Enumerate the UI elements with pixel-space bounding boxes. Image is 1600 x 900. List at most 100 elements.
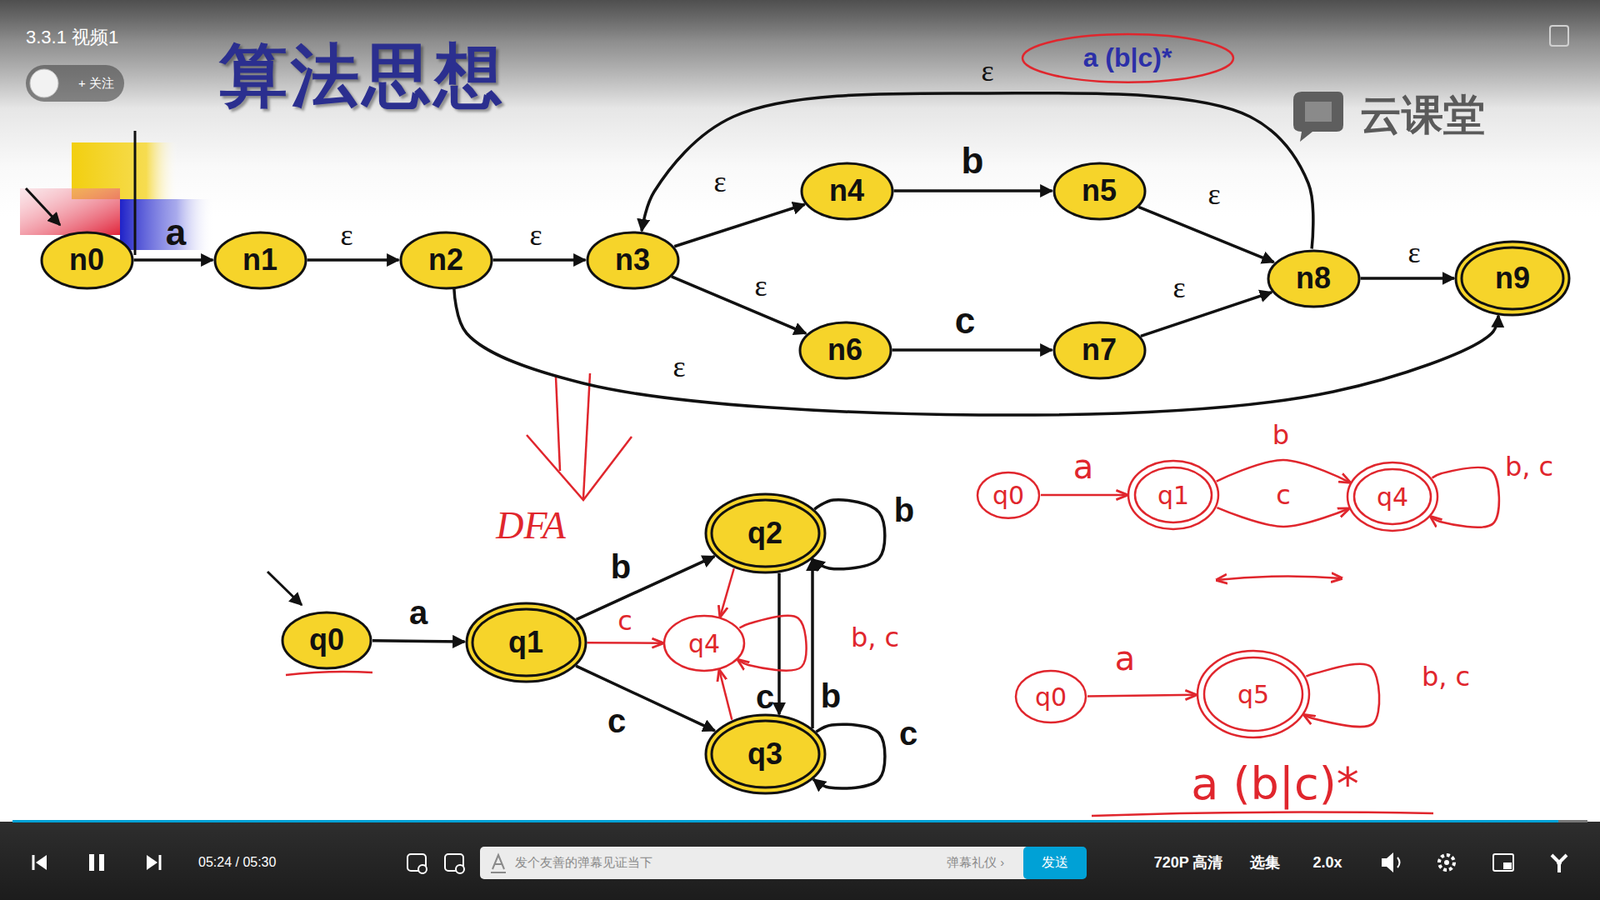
node-text: q3: [747, 736, 783, 772]
node-text: n3: [615, 242, 650, 278]
nfa-state: n5: [1052, 161, 1147, 221]
episode-button: 选集: [1250, 852, 1280, 873]
node-text: n0: [69, 242, 105, 278]
transition-label: c: [754, 678, 776, 716]
etiquette-link: 弹幕礼仪 ›: [946, 855, 1005, 871]
dfa-final-state: q1: [465, 601, 588, 684]
node-text: n6: [827, 332, 863, 368]
handwritten-transition: [719, 670, 732, 720]
transition-arrow: [307, 258, 400, 262]
handwritten-transition: [1040, 494, 1127, 497]
transition-label: ε: [711, 164, 728, 200]
node-text: q1: [508, 625, 544, 660]
nfa-state: n1: [213, 230, 308, 290]
handwritten-note: DFA: [495, 503, 566, 548]
send-button: 发送: [1023, 846, 1087, 880]
regex-callout: a (b|c)*: [1020, 32, 1235, 85]
nfa-state: n8: [1266, 249, 1361, 309]
nfa-final-state: n9: [1454, 240, 1571, 317]
slide-title: 算法思想: [219, 30, 506, 123]
input-placeholder: 发个友善的弹幕见证当下: [515, 855, 653, 871]
transition-label: ε: [670, 349, 687, 385]
transition-label: c: [605, 702, 628, 740]
transition-arrow: [134, 258, 214, 262]
handwritten-state: q4: [662, 614, 746, 673]
transition-arrow: [810, 559, 815, 729]
transition-arrow: [894, 189, 1053, 193]
dfa-state: q0: [280, 610, 373, 670]
handwritten-state: q0: [975, 470, 1041, 520]
transition-label: ε: [527, 217, 544, 253]
transition-label: b: [609, 548, 633, 586]
transition-label: ε: [1405, 235, 1422, 270]
transition-arrow: [1138, 206, 1274, 262]
transition-arrow: [1360, 276, 1455, 280]
transition-label: a: [407, 594, 430, 632]
transition-label: b: [892, 491, 916, 530]
node-text: q5: [1237, 680, 1270, 710]
node-text: n1: [242, 242, 278, 278]
transition-label: a: [164, 211, 188, 254]
transition-label: a: [1071, 447, 1096, 486]
node-text: n5: [1081, 173, 1117, 209]
transition-arrow: [671, 276, 806, 334]
nfa-state: n0: [40, 230, 135, 290]
node-text: q4: [688, 629, 720, 659]
nfa-state: n6: [798, 320, 893, 380]
node-text: q2: [747, 515, 783, 551]
transition-label: ε: [979, 53, 995, 89]
transition-label: b, c: [1420, 660, 1472, 693]
transition-label: ε: [752, 268, 769, 304]
node-text: n8: [1295, 260, 1331, 296]
handwritten-final-state: q1: [1126, 459, 1220, 531]
node-text: q4: [1376, 482, 1409, 512]
nfa-state: n3: [585, 230, 680, 290]
transition-label: a: [1113, 639, 1138, 678]
handwritten-final-state: q5: [1195, 649, 1311, 740]
video-title: 3.3.1 视频1: [25, 25, 119, 50]
quality-button: 720P 高清: [1154, 852, 1224, 873]
node-text: n4: [829, 173, 865, 209]
transition-label: c: [953, 300, 977, 342]
node-text: n2: [428, 242, 464, 278]
speed-button: 2.0x: [1312, 854, 1342, 872]
nfa-state: n2: [399, 230, 494, 290]
transition-label: ε: [1205, 176, 1222, 212]
dfa-final-state: q2: [704, 492, 827, 575]
dfa-final-state: q3: [704, 713, 827, 795]
handwritten-state: q0: [1014, 669, 1088, 725]
node-text: q0: [309, 622, 345, 658]
node-text: n9: [1495, 260, 1530, 296]
watermark: 云课堂: [1360, 87, 1485, 144]
transition-arrow: [454, 289, 1499, 415]
node-text: q0: [1035, 682, 1067, 712]
transition-label: b: [1270, 419, 1291, 451]
transition-label: c: [1274, 479, 1293, 511]
handwritten-transition: [1430, 467, 1500, 528]
nfa-state: n7: [1052, 320, 1147, 380]
handwritten-regex: a (b|c)*: [1190, 757, 1360, 810]
node-text: n7: [1081, 332, 1117, 368]
node-text: a (b|c)*: [1083, 42, 1173, 74]
handwritten-transition: [586, 641, 663, 645]
transition-arrow: [892, 348, 1053, 352]
transition-label: c: [615, 605, 635, 637]
nfa-state: n4: [800, 161, 895, 221]
node-text: q1: [1157, 480, 1190, 510]
node-text: + 关注: [78, 75, 115, 92]
transition-label: b, c: [1503, 450, 1555, 483]
transition-label: c: [897, 715, 920, 753]
handwritten-transition: [1216, 460, 1350, 483]
transition-arrow: [641, 93, 1314, 250]
handwritten-transition: [720, 568, 734, 616]
transition-label: b: [960, 140, 986, 182]
transition-arrow: [575, 665, 715, 731]
transition-label: b: [819, 677, 843, 715]
transition-arrow: [674, 204, 805, 247]
transition-label: ε: [1170, 270, 1187, 305]
node-text: q0: [992, 480, 1025, 510]
transition-arrow: [777, 573, 781, 715]
handwritten-transition: [1087, 695, 1196, 697]
handwritten-transition: [1304, 664, 1380, 728]
transition-arrow: [576, 556, 715, 620]
